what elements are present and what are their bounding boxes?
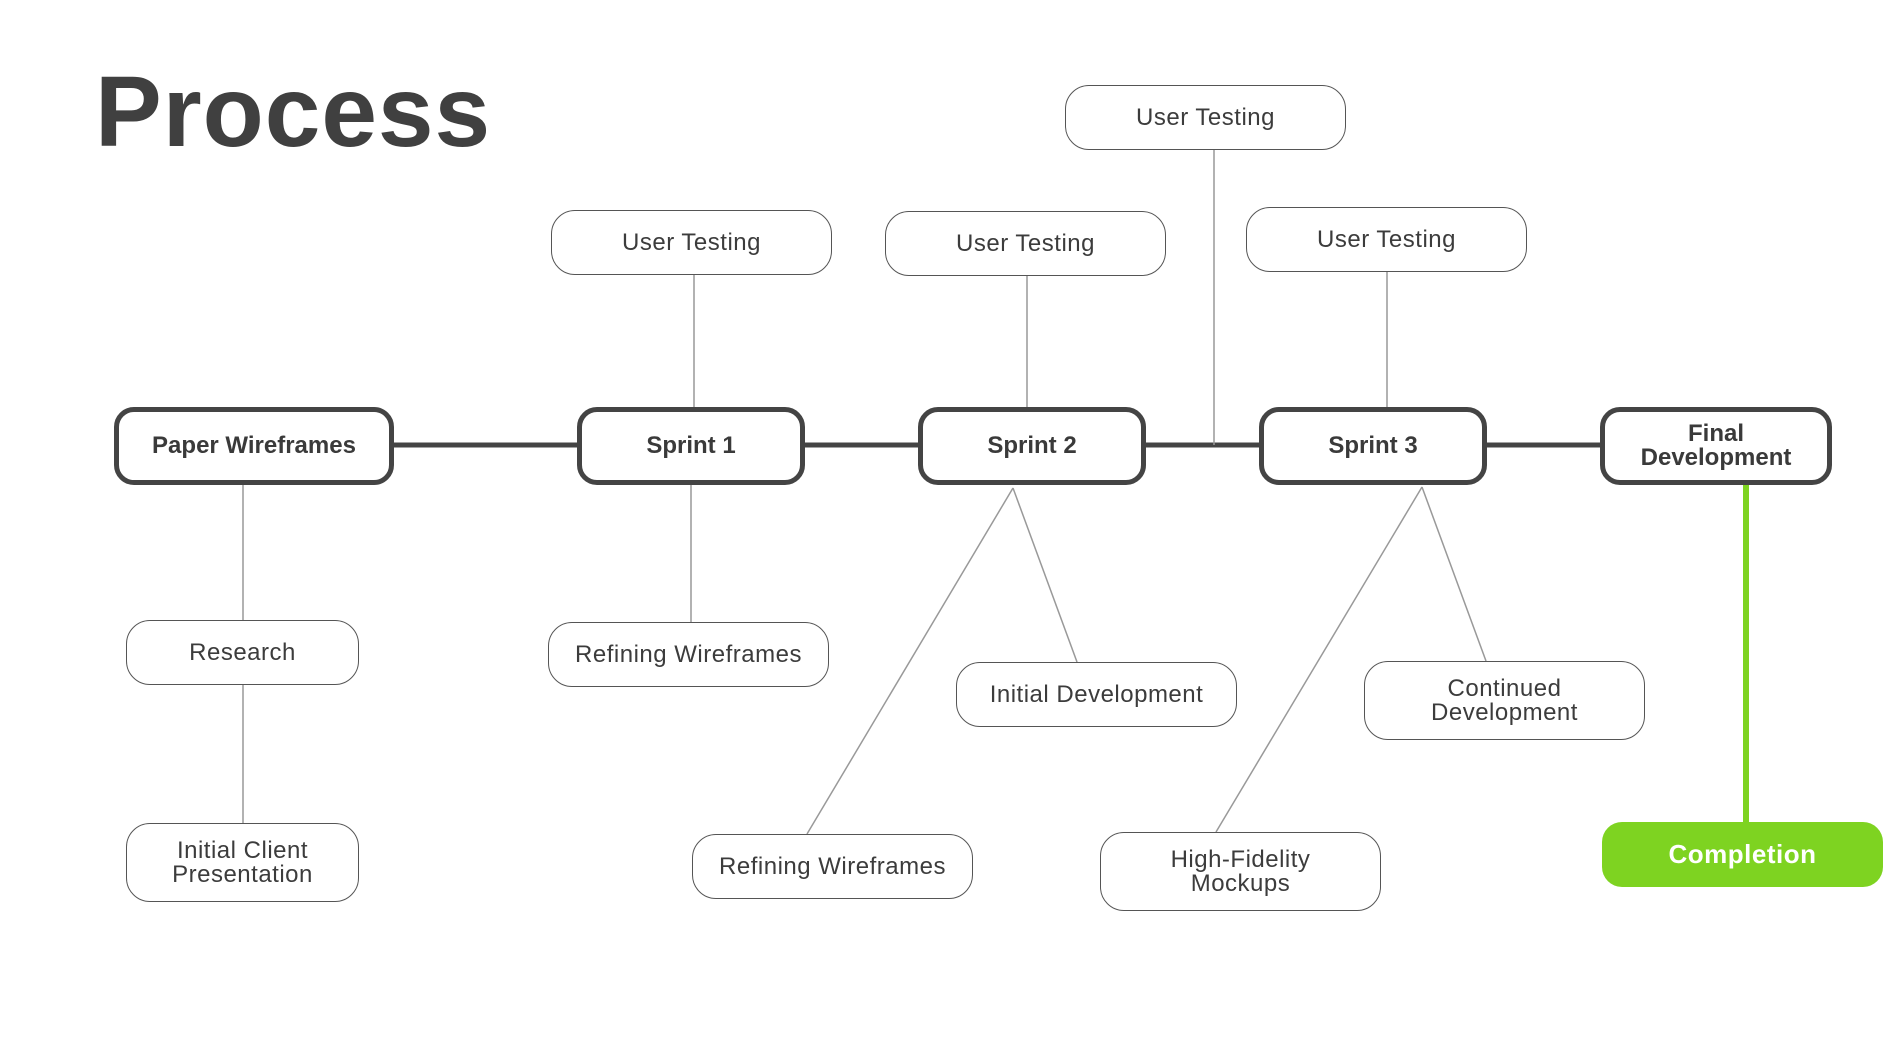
refining-wireframes-node: Refining Wireframes [548,622,829,687]
step-sprint-3: Sprint 3 [1259,407,1487,485]
branch-line [806,487,1014,835]
step-sprint-1: Sprint 1 [577,407,805,485]
continued-development-node: Continued Development [1364,661,1645,740]
initial-client-presentation-node: Initial Client Presentation [126,823,359,902]
user-testing-node: User Testing [551,210,832,275]
step-paper-wireframes: Paper Wireframes [114,407,394,485]
branch-line [1012,487,1078,663]
page-title: Process [95,56,492,168]
user-testing-node: User Testing [1246,207,1527,272]
completion-node: Completion [1602,822,1883,887]
branch-line [1421,486,1487,662]
refining-wireframes-node: Refining Wireframes [692,834,973,899]
initial-development-node: Initial Development [956,662,1237,727]
high-fidelity-mockups-node: High-Fidelity Mockups [1100,832,1381,911]
user-testing-node: User Testing [885,211,1166,276]
branch-line [1215,486,1423,833]
step-sprint-2: Sprint 2 [918,407,1146,485]
research-node: Research [126,620,359,685]
user-testing-node: User Testing [1065,85,1346,150]
step-final-development: Final Development [1600,407,1832,485]
